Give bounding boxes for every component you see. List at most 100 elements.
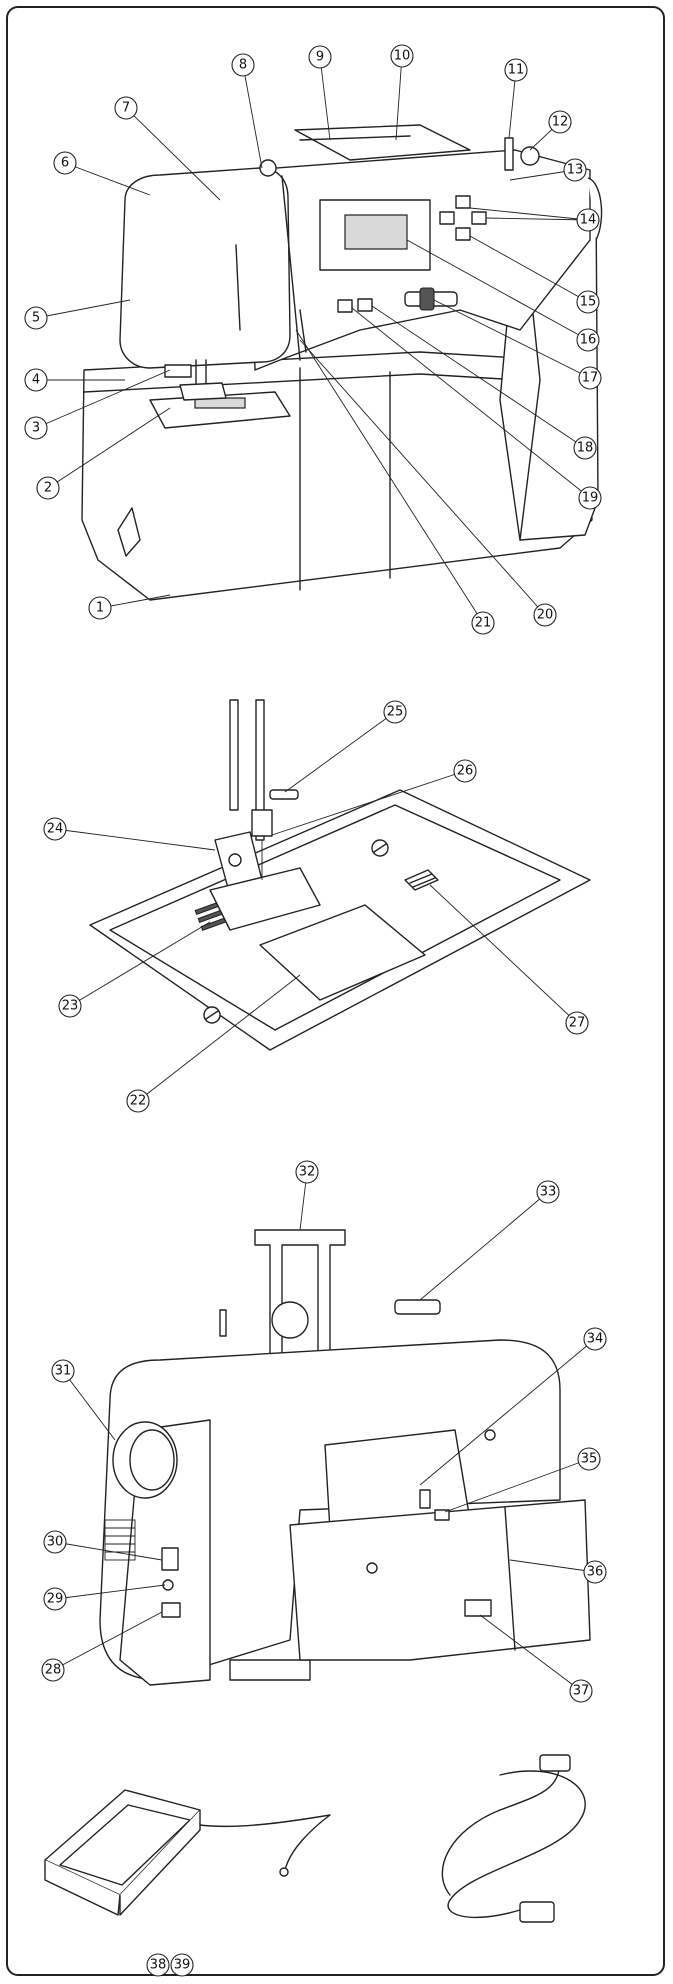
callout-label: 31 — [55, 1364, 72, 1379]
callout-label: 9 — [316, 50, 324, 65]
callout-c38: 38 — [146, 1953, 170, 1977]
callout-label: 29 — [47, 1592, 64, 1607]
foot-control-plug — [279, 1867, 289, 1877]
callout-c18: 18 — [573, 436, 597, 460]
callout-label: 23 — [62, 999, 79, 1014]
leader-lines — [35, 55, 596, 1692]
presser-foot — [179, 382, 227, 401]
callout-label: 10 — [394, 49, 411, 64]
zigzag-foot — [209, 867, 321, 931]
callout-c22: 22 — [126, 1089, 150, 1113]
callout-label: 34 — [587, 1332, 604, 1347]
face-cover — [119, 167, 291, 369]
callout-label: 4 — [32, 373, 40, 388]
needle-clamp — [164, 364, 192, 378]
callout-label: 17 — [582, 371, 599, 386]
callout-label: 26 — [457, 764, 474, 779]
callout-label: 38 — [150, 1958, 167, 1973]
plate-grille — [404, 869, 439, 891]
callout-label: 14 — [580, 213, 597, 228]
wall-plug — [519, 1901, 555, 1923]
rear-bed — [289, 1499, 591, 1661]
callout-label: 36 — [587, 1565, 604, 1580]
handwheel — [112, 1421, 178, 1499]
callout-label: 20 — [537, 608, 554, 623]
callout-c15: 15 — [576, 290, 600, 314]
callout-label: 37 — [573, 1684, 590, 1699]
callout-label: 35 — [581, 1452, 598, 1467]
power-socket — [161, 1602, 181, 1618]
callout-c39: 39 — [170, 1953, 194, 1977]
slider-knob — [419, 287, 435, 311]
callout-label: 11 — [508, 63, 525, 78]
callout-label: 1 — [96, 601, 104, 616]
front-view-figure — [81, 124, 603, 601]
page-frame — [6, 6, 665, 1976]
spool-pin-rear — [219, 1309, 227, 1337]
callout-c8: 8 — [231, 53, 255, 77]
rating-label — [229, 1659, 311, 1681]
top-cover — [294, 124, 471, 161]
callout-c11: 11 — [504, 58, 528, 82]
bobbin-winder-rear — [394, 1299, 441, 1315]
callout-c17: 17 — [578, 366, 602, 390]
callout-c37: 37 — [569, 1679, 593, 1703]
callout-label: 39 — [174, 1958, 191, 1973]
needle-bar — [255, 699, 265, 841]
callout-c32: 32 — [295, 1160, 319, 1184]
callout-c34: 34 — [583, 1327, 607, 1351]
callout-c13: 13 — [563, 158, 587, 182]
callout-c25: 25 — [383, 700, 407, 724]
key-right — [471, 211, 487, 225]
callout-c2: 2 — [36, 476, 60, 500]
callout-c19: 19 — [578, 486, 602, 510]
needle-area-figure — [89, 699, 591, 1051]
callout-label: 21 — [475, 616, 492, 631]
callout-label: 12 — [552, 115, 569, 130]
callout-label: 7 — [122, 101, 130, 116]
thread-guide — [259, 159, 277, 177]
callout-label: 6 — [61, 156, 69, 171]
callout-label: 22 — [130, 1094, 147, 1109]
button-a — [337, 299, 353, 313]
callout-c31: 31 — [51, 1359, 75, 1383]
spool-pin-top — [504, 137, 514, 171]
callout-c35: 35 — [577, 1447, 601, 1471]
callout-c27: 27 — [565, 1011, 589, 1035]
callout-c28: 28 — [41, 1658, 65, 1682]
callout-label: 16 — [580, 333, 597, 348]
key-up — [455, 195, 471, 209]
callout-c9: 9 — [308, 45, 332, 69]
presser-bar — [229, 699, 239, 811]
callout-label: 24 — [47, 822, 64, 837]
callout-c20: 20 — [533, 603, 557, 627]
callout-c1: 1 — [88, 596, 112, 620]
needle-plate — [149, 391, 291, 429]
callout-label: 15 — [580, 295, 597, 310]
callout-label: 2 — [44, 481, 52, 496]
callout-c33: 33 — [536, 1180, 560, 1204]
lcd-screen — [344, 214, 408, 250]
rear-screw — [484, 1429, 496, 1441]
callout-label: 5 — [32, 311, 40, 326]
callout-c7: 7 — [114, 96, 138, 120]
vent-grille — [104, 1519, 136, 1561]
thread-cutter — [434, 1509, 450, 1521]
callout-label: 33 — [540, 1185, 557, 1200]
callout-c16: 16 — [576, 328, 600, 352]
callout-c4: 4 — [24, 368, 48, 392]
callout-label: 18 — [577, 441, 594, 456]
key-left — [439, 211, 455, 225]
rear-view-figure — [99, 1229, 591, 1686]
needle-clamp-screw — [269, 789, 299, 800]
needle-clamp-large — [251, 809, 273, 837]
callout-c36: 36 — [583, 1560, 607, 1584]
callout-label: 28 — [45, 1663, 62, 1678]
accessories-figure — [44, 1754, 586, 1923]
callout-label: 27 — [569, 1016, 586, 1031]
holder-screw — [228, 853, 242, 867]
callout-label: 3 — [32, 421, 40, 436]
key-down — [455, 227, 471, 241]
callout-c21: 21 — [471, 611, 495, 635]
